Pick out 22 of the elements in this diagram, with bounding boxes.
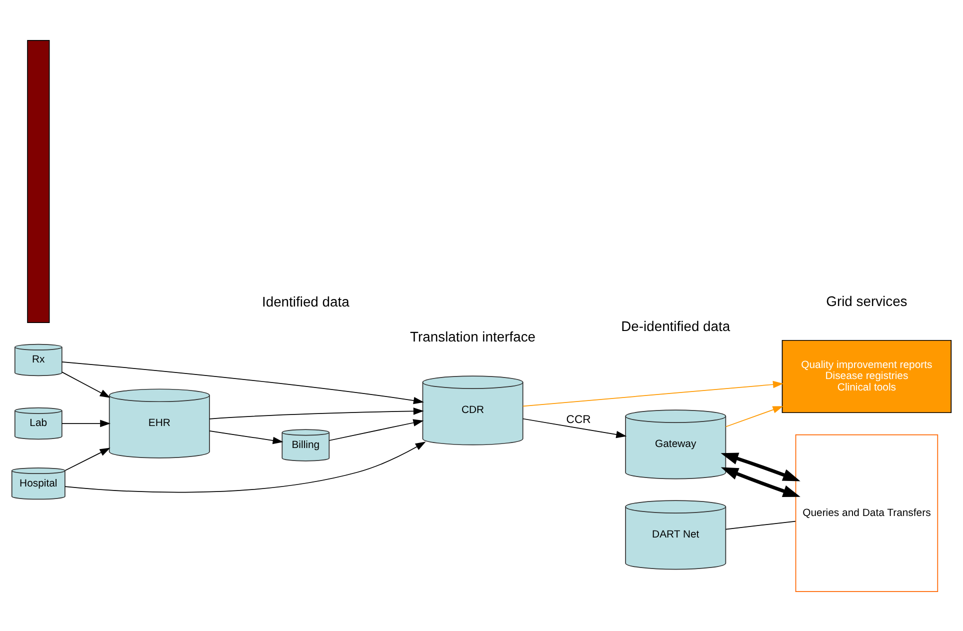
- label: De-identified data: [621, 318, 730, 334]
- arrow: [62, 419, 111, 427]
- node-bar: [27, 40, 50, 322]
- arrow: [209, 430, 284, 444]
- node-box: Queries and Data Transfers: [795, 434, 938, 592]
- arrow: [62, 371, 110, 398]
- label: Grid services: [826, 292, 908, 308]
- arrow: [64, 447, 110, 470]
- edge-label: CCR: [566, 413, 591, 426]
- arrow: [720, 466, 800, 496]
- node-box: Quality improvement reports Disease registries Clinical tools: [782, 339, 952, 413]
- arrow: [725, 406, 784, 427]
- label: Identified data: [262, 293, 350, 310]
- arrow: [62, 360, 424, 404]
- arrow: [209, 407, 424, 419]
- arrow: [522, 380, 784, 406]
- arrow: [522, 418, 627, 438]
- label: Translation interface: [410, 328, 536, 344]
- arrow: [328, 418, 424, 440]
- arrow: [64, 441, 426, 492]
- connector: [725, 520, 796, 530]
- arrow: [720, 452, 800, 481]
